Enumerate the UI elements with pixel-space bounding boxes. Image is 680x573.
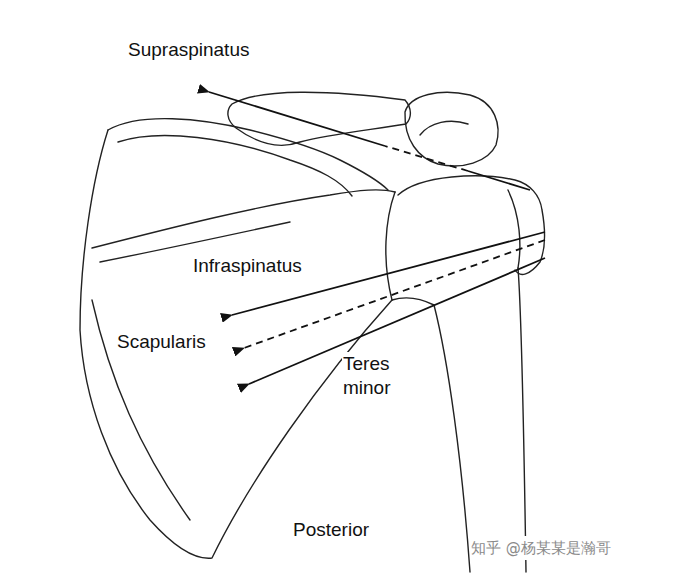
- muscle-label: Supraspinatus: [127, 38, 250, 62]
- muscle-label: Infraspinatus: [192, 254, 303, 278]
- tubercle: [508, 190, 520, 268]
- scapula-superior-border: [108, 119, 388, 190]
- force-vector: [209, 92, 385, 146]
- clavicle-end: [405, 92, 498, 166]
- glenoid: [386, 192, 395, 300]
- view-label: Posterior: [292, 518, 370, 542]
- watermark: 知乎 @杨某某是瀚哥: [470, 536, 612, 560]
- humerus-shaft: [434, 305, 470, 572]
- scapular-spine: [92, 190, 395, 248]
- humeral-head: [398, 176, 544, 275]
- force-vector: [468, 171, 530, 190]
- humerus-shaft: [518, 268, 526, 572]
- force-vector: [385, 146, 468, 171]
- muscle-label: Scapularis: [116, 330, 207, 354]
- scapula-outline: [80, 130, 392, 558]
- humeral-neck: [392, 298, 434, 305]
- muscle-label: Teres minor: [342, 352, 406, 400]
- acromion: [228, 92, 410, 145]
- acromion-inner: [420, 121, 468, 135]
- supraspinous-fossa: [118, 136, 352, 196]
